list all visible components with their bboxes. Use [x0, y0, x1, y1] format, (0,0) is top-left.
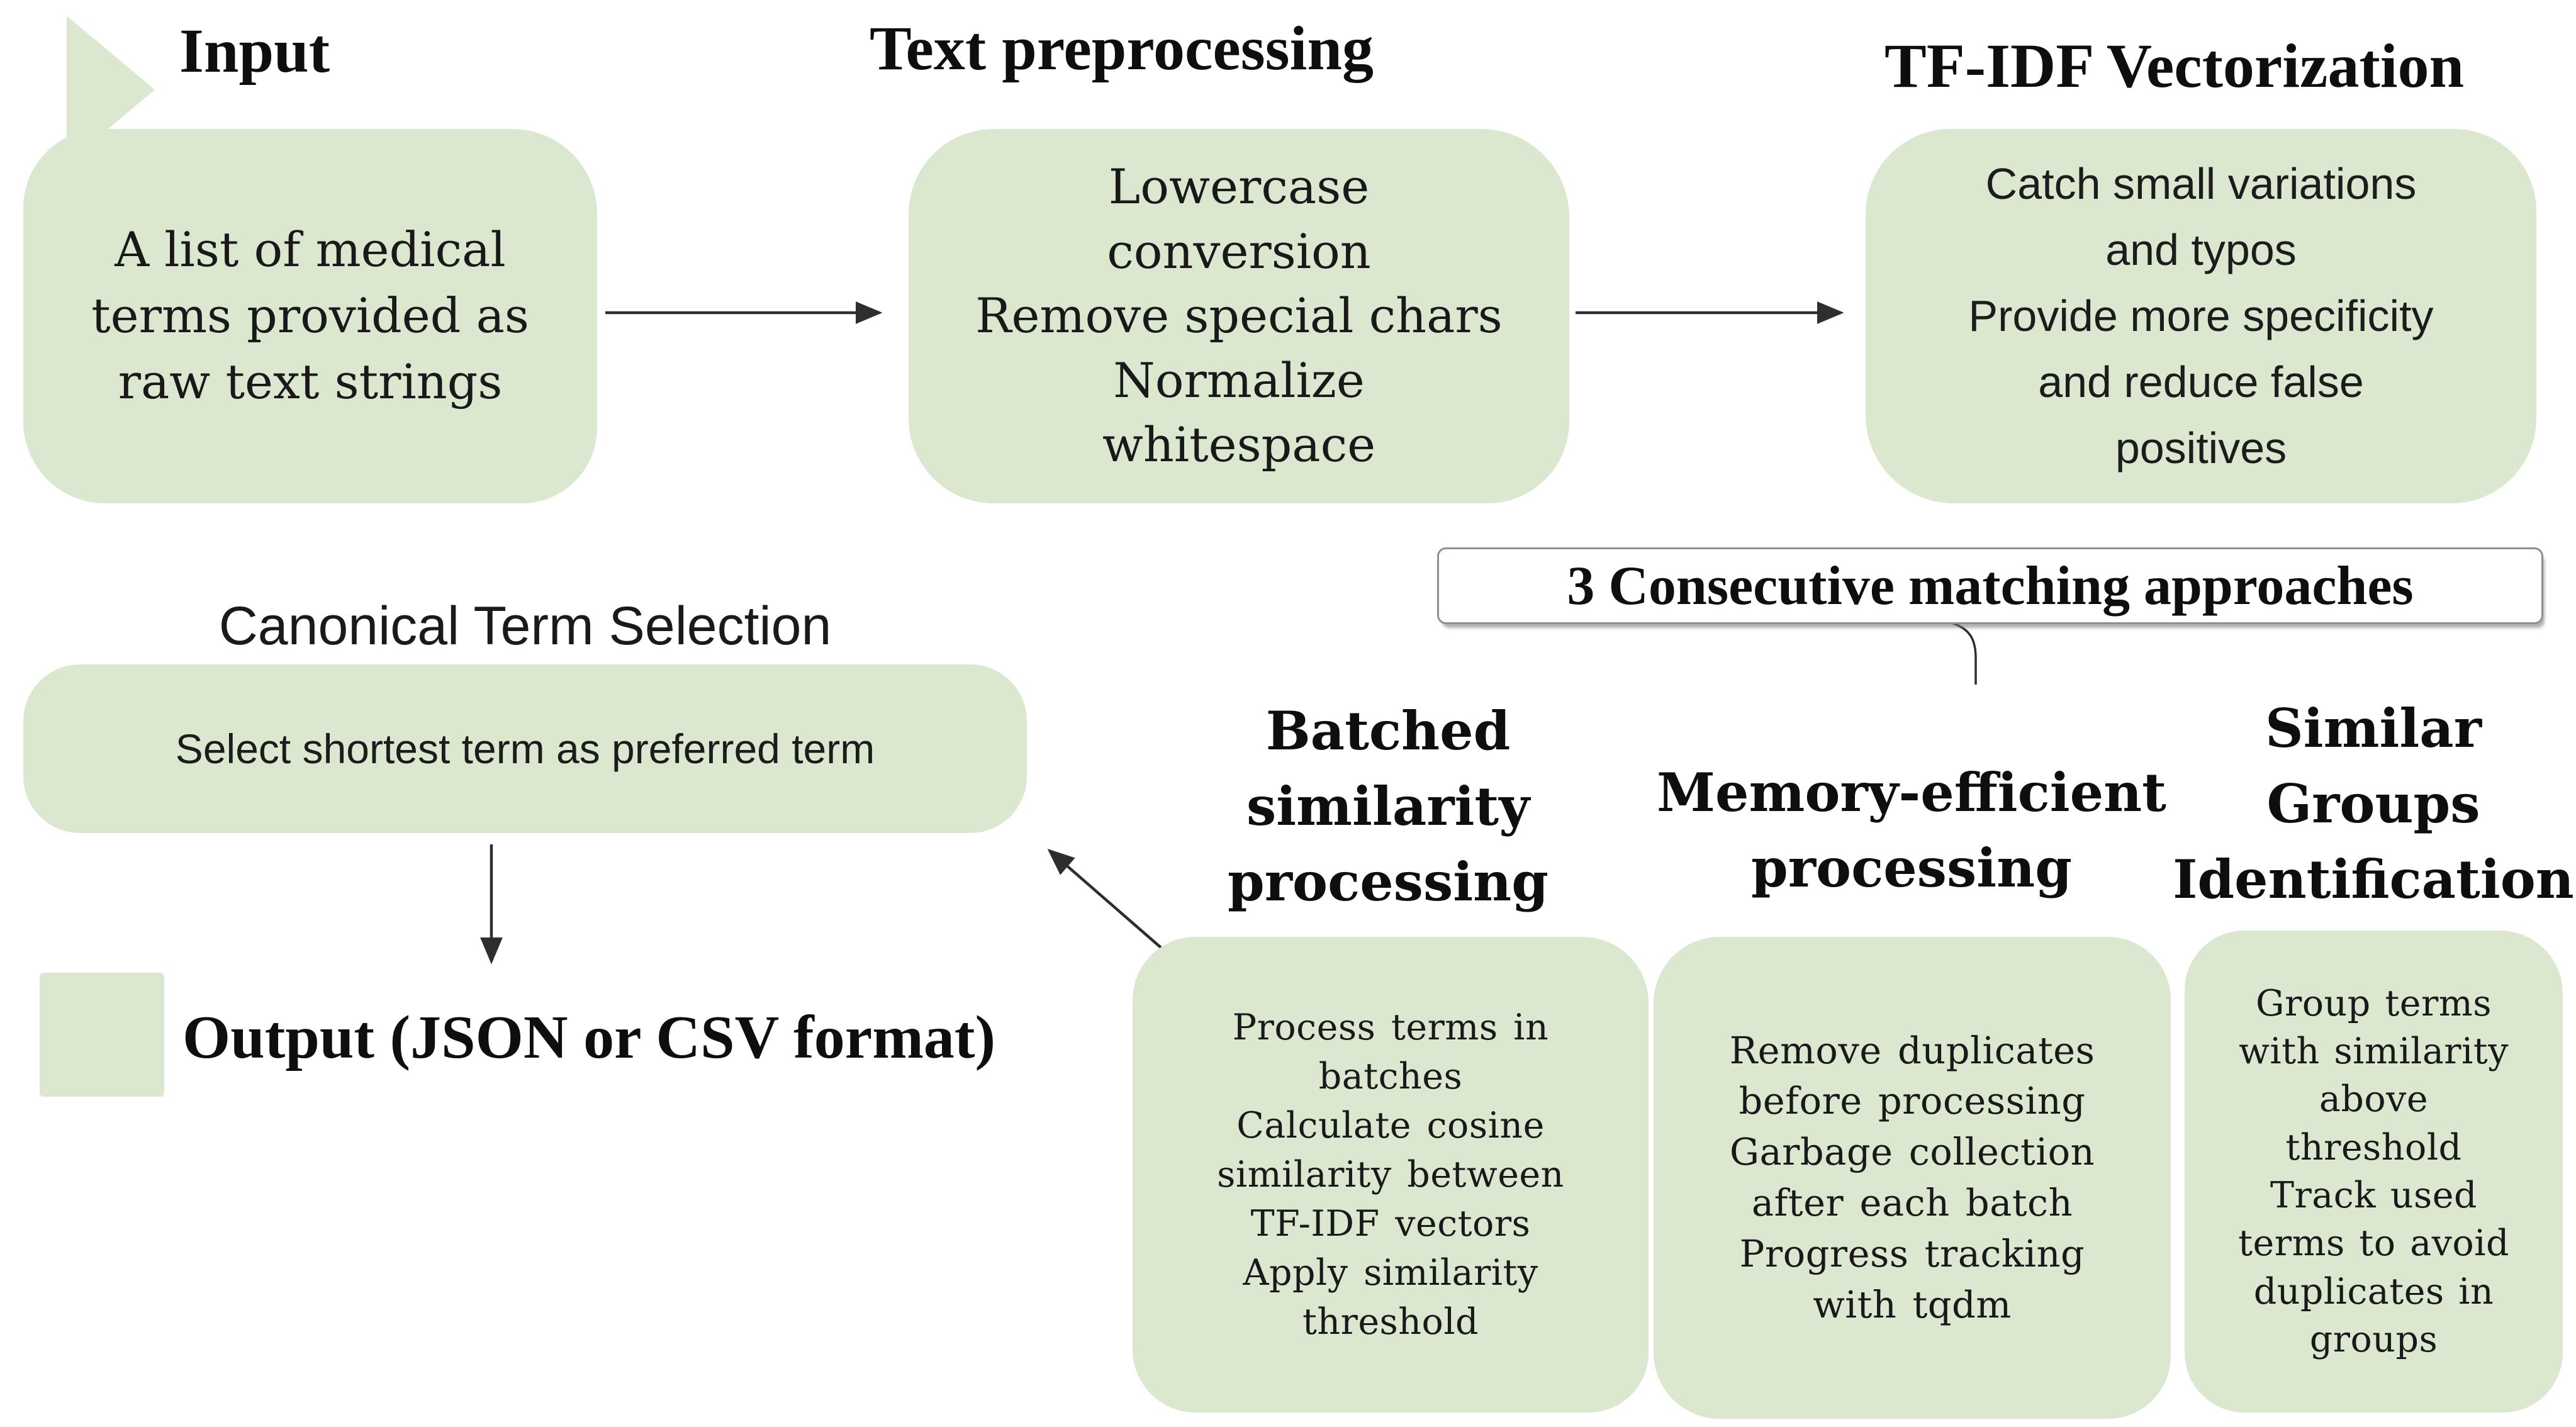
tfidf-box-text: Catch small variations and typos Provide…	[1968, 159, 2434, 473]
similar-box: Group terms with similarity above thresh…	[2185, 931, 2563, 1413]
similar-title: Similar Groups Identification	[2173, 697, 2574, 911]
square-icon	[40, 973, 164, 1097]
canonical-box-text: Select shortest term as preferred term	[175, 725, 875, 772]
matching-approaches-label-text: 3 Consecutive matching approaches	[1567, 555, 2414, 617]
memory-box-text: Remove duplicates before processing Garb…	[1729, 1028, 2095, 1326]
preprocessing-box: Lowercase conversion Remove special char…	[909, 129, 1569, 503]
matching-approaches-label: 3 Consecutive matching approaches	[1437, 547, 2543, 624]
similar-box-text: Group terms with similarity above thresh…	[2238, 982, 2509, 1361]
batched-box: Process terms in batches Calculate cosin…	[1133, 937, 1649, 1413]
batched-box-text: Process terms in batches Calculate cosin…	[1217, 1006, 1564, 1343]
brace-tail-line	[1949, 621, 1977, 685]
input-box-text: A list of medical terms provided as raw …	[91, 221, 529, 410]
arrow-batched-to-canonical	[1047, 849, 1162, 949]
canonical-title: Canonical Term Selection	[218, 596, 832, 656]
preprocessing-box-text: Lowercase conversion Remove special char…	[975, 159, 1503, 473]
input-box: A list of medical terms provided as raw …	[23, 129, 597, 503]
batched-title: Batched similarity processing	[1228, 700, 1548, 914]
memory-box: Remove duplicates before processing Garb…	[1654, 937, 2171, 1419]
tfidf-box: Catch small variations and typos Provide…	[1866, 129, 2536, 503]
input-title: Input	[179, 16, 330, 86]
memory-title: Memory-efficient processing	[1657, 761, 2166, 900]
canonical-box: Select shortest term as preferred term	[23, 664, 1027, 833]
tfidf-title: TF-IDF Vectorization	[1884, 31, 2465, 101]
preprocessing-title: Text preprocessing	[870, 13, 1374, 83]
output-label: Output (JSON or CSV format)	[182, 1004, 996, 1072]
